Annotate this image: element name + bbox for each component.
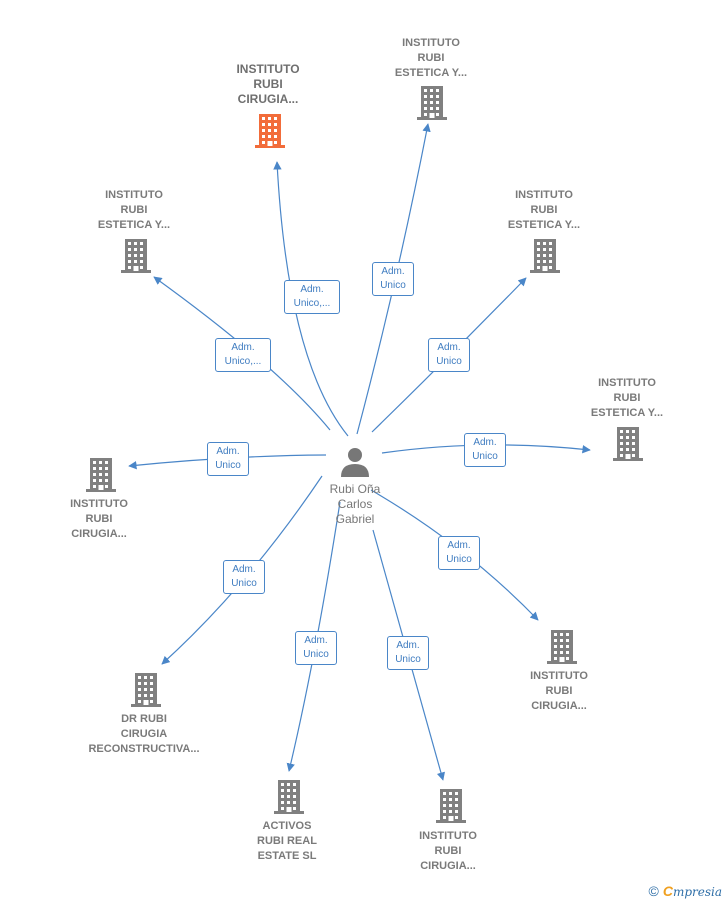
relation-badge: Adm. Unico (438, 536, 480, 570)
building-icon[interactable] (611, 423, 645, 463)
building-icon[interactable] (545, 626, 579, 666)
building-icon[interactable] (253, 110, 287, 150)
company-label[interactable]: INSTITUTO RUBI CIRUGIA... (419, 830, 477, 872)
relation-badge: Adm. Unico (464, 433, 506, 467)
relation-badge: Adm. Unico (223, 560, 265, 594)
building-icon[interactable] (84, 454, 118, 494)
person-icon[interactable] (338, 445, 372, 479)
relation-badge: Adm. Unico (428, 338, 470, 372)
edge-n1 (273, 161, 349, 437)
company-label[interactable]: DR RUBI CIRUGIA RECONSTRUCTIVA... (88, 713, 200, 755)
company-label[interactable]: INSTITUTO RUBI CIRUGIA... (70, 498, 128, 540)
building-icon[interactable] (119, 235, 153, 275)
relation-badge: Adm. Unico (207, 442, 249, 476)
building-icon[interactable] (272, 776, 306, 816)
building-icon[interactable] (415, 82, 449, 122)
company-label[interactable]: INSTITUTO RUBI ESTETICA Y... (590, 377, 664, 419)
company-label[interactable]: INSTITUTO RUBI CIRUGIA... (530, 670, 588, 712)
company-label[interactable]: INSTITUTO RUBI ESTETICA Y... (394, 37, 468, 79)
company-label[interactable]: INSTITUTO RUBI CIRUGIA... (236, 62, 300, 106)
copyright-icon: © (648, 883, 659, 899)
building-icon[interactable] (129, 669, 163, 709)
brand-initial: C (662, 883, 673, 899)
relation-badge: Adm. Unico,... (284, 280, 340, 314)
relation-badge: Adm. Unico (295, 631, 337, 665)
relation-badge: Adm. Unico,... (215, 338, 271, 372)
empresia-logo: ©Cmpresia (648, 883, 722, 899)
company-label[interactable]: INSTITUTO RUBI ESTETICA Y... (507, 189, 581, 231)
relation-badge: Adm. Unico (387, 636, 429, 670)
building-icon[interactable] (528, 235, 562, 275)
company-label[interactable]: INSTITUTO RUBI ESTETICA Y... (97, 189, 171, 231)
relation-badge: Adm. Unico (372, 262, 414, 296)
person-name[interactable]: Rubi Oña Carlos Gabriel (329, 482, 381, 526)
brand-name: mpresia (672, 885, 722, 899)
building-icon[interactable] (434, 785, 468, 825)
company-label[interactable]: ACTIVOS RUBI REAL ESTATE SL (257, 820, 317, 862)
